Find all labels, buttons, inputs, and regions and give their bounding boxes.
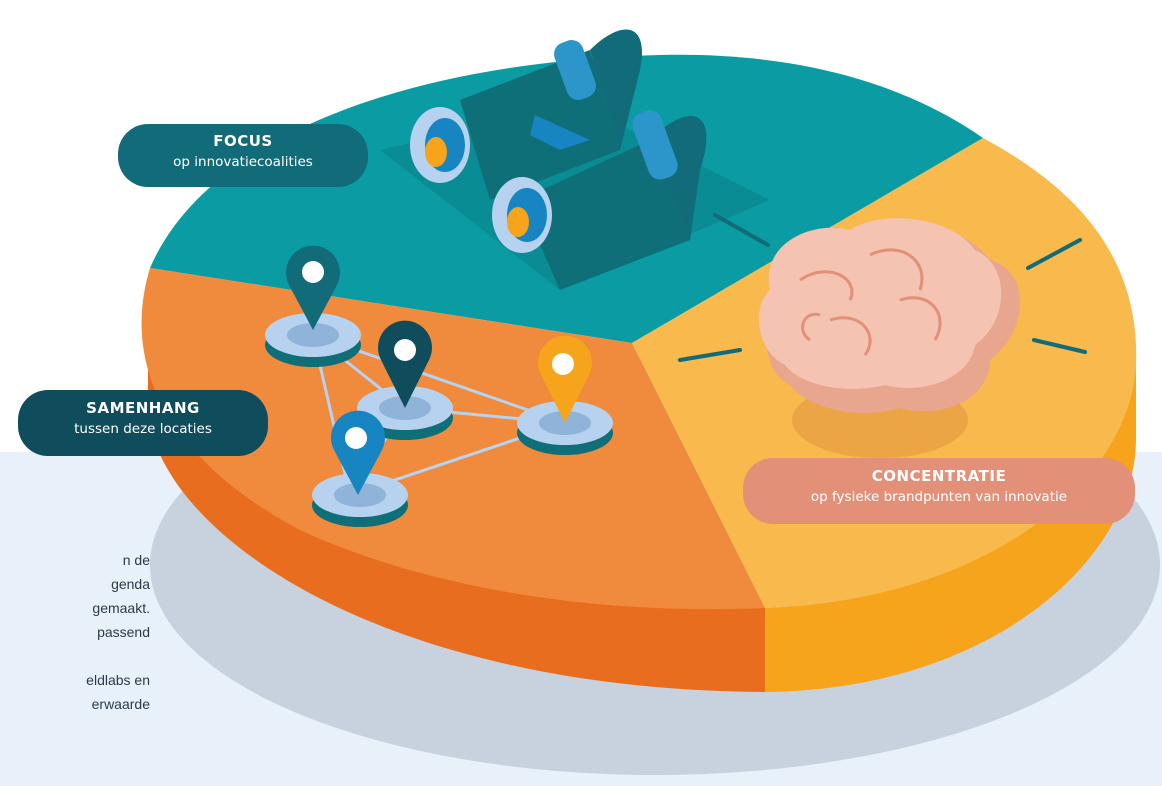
text-line: n de (122, 552, 150, 568)
location-pin-icon (538, 335, 592, 423)
samenhang-subtitle: tussen deze locaties (74, 421, 212, 437)
brain-icon (758, 218, 1020, 458)
text-line: gemaakt. (92, 600, 150, 616)
decorative-dashes (678, 213, 1087, 362)
text-line: eldlabs en (86, 672, 150, 688)
concentratie-subtitle: op fysieke brandpunten van innovatie (810, 489, 1068, 505)
text-line: genda (111, 576, 150, 592)
focus-label: FOCUS op innovatiecoalities (118, 124, 368, 187)
concentratie-label: CONCENTRATIE op fysieke brandpunten van … (743, 458, 1135, 524)
location-pin-icon (286, 245, 340, 330)
samenhang-label: SAMENHANG tussen deze locaties (18, 390, 268, 456)
binoculars-icon (380, 29, 770, 290)
samenhang-title: SAMENHANG (86, 399, 200, 417)
text-line: erwaarde (91, 696, 150, 712)
pie-side-yellow (765, 365, 1136, 692)
location-pin-icon (331, 410, 385, 495)
location-pin-icon (378, 320, 432, 408)
cropped-body-text: n de genda gemaakt. passend eldlabs en e… (0, 548, 150, 716)
concentratie-title: CONCENTRATIE (871, 467, 1007, 485)
focus-title: FOCUS (213, 132, 273, 150)
focus-subtitle: op innovatiecoalities (173, 154, 313, 170)
text-line: passend (97, 624, 150, 640)
